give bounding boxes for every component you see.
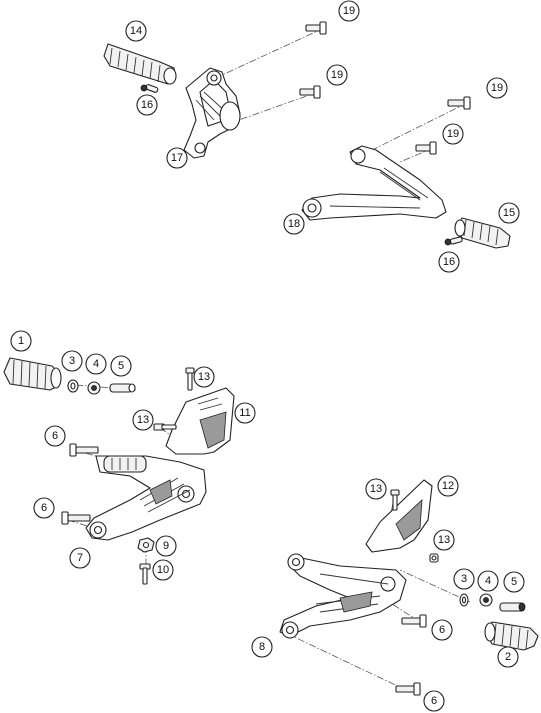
callout-19: 19 (442, 123, 464, 145)
callout-13: 13 (365, 478, 387, 500)
bolt-6-left-b (61, 511, 91, 525)
pin-5-right (499, 602, 526, 612)
callout-label: 13 (438, 534, 450, 546)
callout-label: 2 (505, 651, 511, 663)
callout-15: 15 (498, 202, 520, 224)
callout-14: 14 (125, 20, 147, 42)
callout-8: 8 (251, 636, 273, 658)
callout-label: 6 (431, 695, 437, 707)
callout-19: 19 (338, 0, 360, 22)
callout-label: 7 (77, 552, 83, 564)
pin-16-right (444, 236, 463, 246)
bolt-10 (139, 563, 151, 585)
callout-13: 13 (193, 366, 215, 388)
callout-label: 13 (137, 414, 149, 426)
callout-16: 16 (438, 251, 460, 273)
callout-11: 11 (234, 402, 256, 424)
heel-guard-12 (365, 479, 433, 553)
callout-19: 19 (326, 64, 348, 86)
callout-label: 19 (331, 69, 343, 81)
washer-3-right (459, 593, 469, 607)
bolt-19-top-b (299, 85, 321, 99)
callout-7: 7 (69, 547, 91, 569)
heel-guard-11 (165, 387, 235, 455)
footpeg-2 (484, 621, 539, 651)
callout-label: 6 (52, 430, 58, 442)
callout-label: 15 (503, 207, 515, 219)
washer-3-left (67, 379, 79, 393)
screw-13-right-b (429, 553, 439, 563)
callout-1: 1 (10, 330, 32, 352)
callout-5: 5 (503, 571, 525, 593)
spring-4-left (87, 381, 101, 395)
callout-17: 17 (166, 147, 188, 169)
callout-label: 16 (141, 99, 153, 111)
callout-6: 6 (423, 690, 445, 712)
callout-9: 9 (155, 535, 177, 557)
callout-13: 13 (433, 529, 455, 551)
screw-13-right-a (390, 489, 400, 511)
callout-label: 12 (442, 480, 454, 492)
callout-4: 4 (477, 570, 499, 592)
spring-4-right (479, 593, 493, 607)
callout-13: 13 (132, 409, 154, 431)
callout-label: 4 (93, 358, 99, 370)
passenger-bracket-left (183, 67, 241, 159)
callout-label: 5 (511, 576, 517, 588)
screw-13-left-b (153, 423, 177, 431)
bolt-6-right-a (401, 614, 427, 628)
callout-label: 19 (491, 82, 503, 94)
callouts: 19 14 19 16 17 19 19 15 18 16 1 3 4 5 13… (10, 0, 525, 712)
callout-label: 11 (239, 407, 250, 419)
pin-5-left (109, 383, 136, 393)
bolt-6-right-b (395, 682, 421, 696)
callout-10: 10 (152, 559, 174, 581)
callout-6: 6 (44, 425, 66, 447)
callout-label: 5 (118, 360, 124, 372)
callout-18: 18 (283, 213, 305, 235)
callout-6: 6 (431, 619, 453, 641)
callout-3: 3 (453, 568, 475, 590)
callout-label: 9 (163, 540, 169, 552)
callout-19: 19 (486, 77, 508, 99)
bolt-6-left-a (69, 443, 99, 457)
footpeg-1 (3, 357, 62, 391)
bolt-19-top-d (415, 141, 437, 155)
callout-12: 12 (437, 475, 459, 497)
footrest-bracket-8 (279, 553, 407, 639)
callout-6: 6 (33, 497, 55, 519)
callout-label: 19 (447, 128, 459, 140)
pin-16-top (140, 84, 159, 93)
callout-label: 16 (443, 256, 455, 268)
callout-label: 14 (130, 25, 142, 37)
callout-label: 1 (18, 335, 24, 347)
footrest-bracket-7 (85, 455, 207, 541)
screw-13-left-a (185, 367, 195, 391)
callout-2: 2 (497, 646, 519, 668)
passenger-bracket-right (301, 145, 447, 221)
callout-label: 13 (198, 371, 210, 383)
callout-5: 5 (110, 355, 132, 377)
footpeg-14 (103, 43, 177, 85)
callout-label: 10 (157, 564, 169, 576)
callout-4: 4 (85, 353, 107, 375)
nut-9 (137, 537, 155, 553)
callout-label: 8 (259, 641, 265, 653)
callout-label: 19 (343, 5, 355, 17)
callout-label: 17 (171, 152, 183, 164)
callout-label: 6 (439, 624, 445, 636)
bolt-19-top-c (447, 96, 471, 110)
callout-label: 3 (69, 355, 75, 367)
callout-label: 6 (41, 502, 47, 514)
bolt-19-top-a (305, 21, 327, 35)
callout-label: 3 (461, 573, 467, 585)
callout-label: 18 (288, 218, 300, 230)
callout-label: 4 (485, 575, 491, 587)
callout-3: 3 (61, 350, 83, 372)
callout-label: 13 (370, 483, 382, 495)
footpeg-15 (454, 217, 511, 249)
callout-16: 16 (136, 94, 158, 116)
